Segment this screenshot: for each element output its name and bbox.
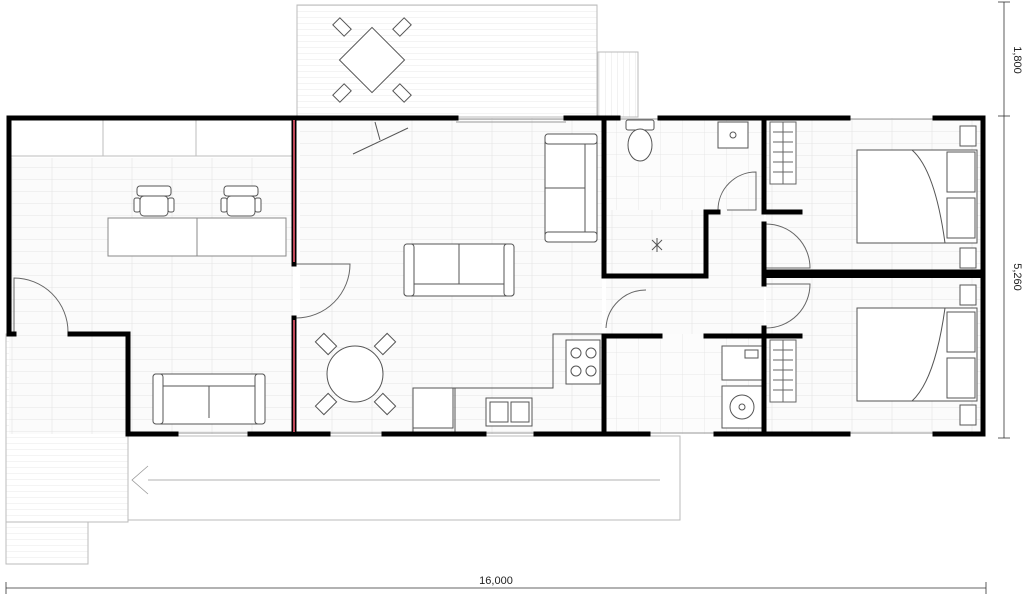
chair-icon: [314, 332, 338, 356]
chair-icon: [314, 392, 338, 416]
office-chair-icon: [220, 185, 262, 217]
office-chair-icon: [133, 185, 175, 217]
lamp-icon: [352, 121, 409, 155]
toilet-icon: [625, 119, 655, 162]
ramp-arrow-icon: [131, 465, 149, 495]
deck-steps-left: [5, 521, 89, 565]
office-desk: [107, 185, 287, 257]
chair-icon: [392, 83, 412, 103]
chair-icon: [332, 17, 352, 37]
deck-steps-top: [597, 51, 639, 118]
kitchen-counter: [412, 333, 602, 434]
deck-depth-dimension: 1,800: [1011, 46, 1023, 74]
sofa-icon: [544, 133, 598, 243]
door-swing-icon: [13, 171, 811, 334]
overall-width-dimension: 16,000: [479, 575, 513, 587]
bed-icon: [856, 307, 978, 402]
bed-icon: [856, 149, 978, 244]
chair-icon: [373, 392, 397, 416]
basin-icon: [717, 121, 749, 149]
storage-cabinets: [8, 117, 294, 157]
cooktop-icon: [565, 339, 601, 385]
building-depth-dimension: 5,260: [1011, 263, 1023, 291]
sofa-icon: [403, 243, 515, 297]
shower-drain-icon: [651, 238, 663, 252]
chair-icon: [373, 332, 397, 356]
wardrobe-icon: [769, 339, 797, 403]
dining-table-icon: [314, 332, 397, 416]
dimension-lines: [5, 1, 1010, 594]
washing-machine-icon: [721, 345, 763, 381]
chair-icon: [392, 17, 412, 37]
basin-icon: [721, 385, 763, 429]
chair-icon: [332, 83, 352, 103]
wardrobe-icon: [769, 121, 797, 185]
ramp: [127, 435, 681, 521]
sofa-icon: [152, 373, 266, 425]
dining-table-icon: [332, 17, 412, 103]
bedside-tables: [959, 125, 977, 426]
